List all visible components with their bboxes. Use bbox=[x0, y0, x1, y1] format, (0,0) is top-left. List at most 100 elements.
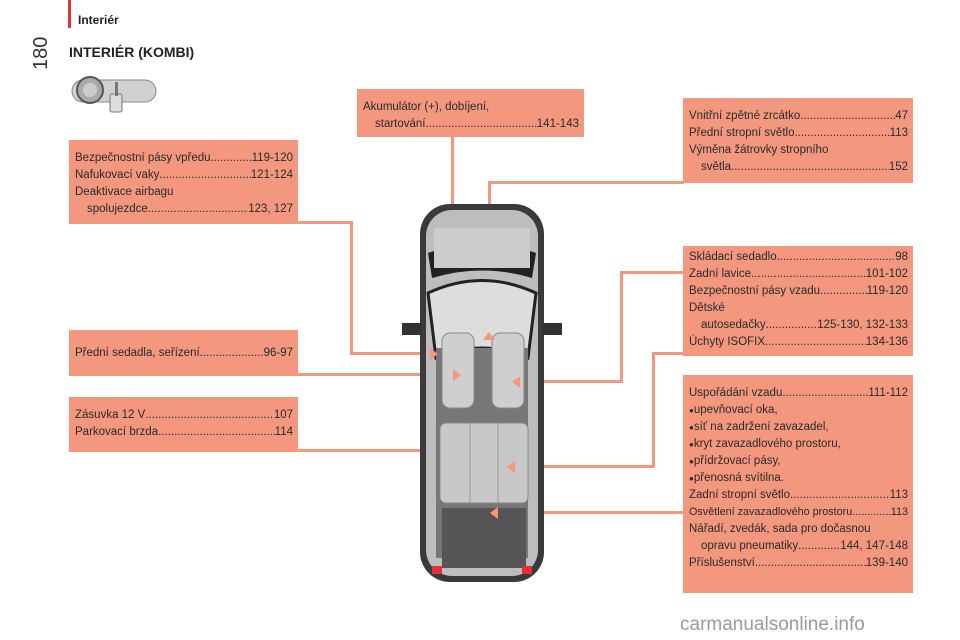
connector-line bbox=[451, 137, 454, 221]
callout-mirror-lights: Vnitřní zpětné zrcátko47Přední stropní s… bbox=[683, 98, 913, 183]
section-title: Interiér bbox=[78, 13, 119, 27]
callout-row: Zadní stropní světlo 113 bbox=[689, 487, 908, 504]
callout-label: Zadní lavice bbox=[689, 268, 752, 280]
leader-dots bbox=[145, 407, 273, 424]
callout-label: Osvětlení zavazadlového prostoru bbox=[689, 506, 853, 518]
callout-row: Osvětlení zavazadlového prostoru 113 bbox=[689, 504, 908, 521]
page-reference: 47 bbox=[895, 110, 908, 122]
leader-dots bbox=[426, 116, 537, 133]
page-reference: 111-112 bbox=[868, 387, 908, 399]
leader-dots bbox=[148, 201, 249, 218]
callout-row: autosedačky 125-130, 132-133 bbox=[689, 317, 908, 334]
connector-line bbox=[652, 352, 684, 355]
car-top-view-illustration bbox=[402, 204, 562, 582]
callout-label: síť na zadržení zavazadel, bbox=[693, 421, 829, 433]
callout-row: Parkovací brzda 114 bbox=[75, 424, 293, 441]
callout-row: Vnitřní zpětné zrcátko47 bbox=[689, 108, 908, 125]
page-reference: 98 bbox=[895, 251, 908, 263]
callout-label: autosedačky bbox=[701, 319, 766, 331]
callout-row: opravu pneumatiky144, 147-148 bbox=[689, 538, 908, 555]
callout-row: Uspořádání vzadu 111-112 bbox=[689, 385, 908, 402]
connector-line bbox=[488, 181, 684, 184]
leader-dots bbox=[766, 317, 818, 334]
leader-dots bbox=[777, 249, 896, 266]
page-reference: 141-143 bbox=[536, 118, 579, 130]
callout-label: Nafukovací vaky bbox=[75, 169, 160, 181]
callout-row: kryt zavazadlového prostoru, bbox=[689, 436, 908, 453]
callout-label: Dětské bbox=[689, 302, 725, 314]
callout-row: Příslušenství 139-140 bbox=[689, 555, 908, 572]
leader-dots bbox=[794, 125, 889, 142]
callout-row: Zadní lavice101-102 bbox=[689, 266, 908, 283]
callout-row: Úchyty ISOFIX 134-136 bbox=[689, 334, 908, 351]
page-reference: 113 bbox=[889, 127, 908, 139]
callout-row: Přední stropní světlo113 bbox=[689, 125, 908, 142]
callout-label: Uspořádání vzadu bbox=[689, 387, 783, 399]
callout-label: Příslušenství bbox=[689, 557, 755, 569]
callout-row: upevňovací oka, bbox=[689, 402, 908, 419]
callout-row: Zásuvka 12 V107 bbox=[75, 407, 293, 424]
page-reference: 123, 127 bbox=[248, 203, 293, 215]
callout-label: Nářadí, zvedák, sada pro dočasnou bbox=[689, 523, 871, 535]
page-reference: 107 bbox=[273, 409, 293, 421]
leader-dots bbox=[200, 345, 264, 362]
page-reference: 144, 147-148 bbox=[840, 540, 908, 552]
callout-row: Výměna žátrovky stropního bbox=[689, 142, 908, 159]
callout-label: Deaktivace airbagu bbox=[75, 186, 174, 198]
connector-line bbox=[298, 449, 491, 452]
callout-rear-area: Uspořádání vzadu 111-112 upevňovací oka, sí… bbox=[683, 375, 913, 593]
leader-dots bbox=[158, 424, 275, 441]
page-reference: 134-136 bbox=[865, 336, 908, 348]
callout-label: startování bbox=[375, 118, 426, 130]
callout-label: Úchyty ISOFIX bbox=[689, 336, 766, 348]
page-reference: 125-130, 132-133 bbox=[817, 319, 908, 331]
callout-label: světla bbox=[701, 161, 732, 173]
connector-line bbox=[515, 465, 655, 468]
callout-row: Nafukovací vaky121-124 bbox=[75, 167, 293, 184]
page-title: INTERIÉR (KOMBI) bbox=[69, 44, 195, 60]
page-reference: 113 bbox=[889, 489, 908, 501]
callout-row: síť na zadržení zavazadel, bbox=[689, 419, 908, 436]
leader-dots bbox=[211, 150, 252, 167]
callout-row: Bezpečnostní pásy vpředu119-120 bbox=[75, 150, 293, 167]
leader-dots bbox=[765, 334, 866, 351]
callout-row: Deaktivace airbagu bbox=[75, 184, 293, 201]
callout-front-seats: Přední sedadla, seřízení 96-97 bbox=[69, 330, 298, 376]
leader-dots bbox=[731, 159, 889, 176]
callout-label: Parkovací brzda bbox=[75, 426, 159, 438]
page-reference: 113 bbox=[890, 506, 908, 518]
callout-label: kryt zavazadlového prostoru, bbox=[693, 438, 841, 450]
connector-line bbox=[298, 221, 353, 224]
connector-line bbox=[520, 380, 623, 383]
connector-line bbox=[350, 352, 430, 355]
page-reference: 114 bbox=[274, 426, 293, 438]
callout-row: Nářadí, zvedák, sada pro dočasnou bbox=[689, 521, 908, 538]
callout-row: Bezpečnostní pásy vzadu119-120 bbox=[689, 283, 908, 300]
callout-label: Bezpečnostní pásy vzadu bbox=[689, 285, 821, 297]
callout-label: přídržovací pásy, bbox=[693, 455, 781, 467]
callout-row: spolujezdce123, 127 bbox=[75, 201, 293, 218]
callout-battery: Akumulátor (+), dobíjení, startování 141-1… bbox=[357, 89, 584, 137]
page-reference: 119-120 bbox=[251, 152, 293, 164]
callout-front-safety: Bezpečnostní pásy vpředu119-120Nafukovac… bbox=[69, 140, 298, 224]
page-reference: 139-140 bbox=[865, 557, 908, 569]
callout-label: Skládací sedadlo bbox=[689, 251, 777, 263]
connector-line bbox=[498, 511, 684, 514]
section-marker bbox=[68, 0, 71, 28]
callout-socket-brake: Zásuvka 12 V107Parkovací brzda 114 bbox=[69, 397, 298, 452]
connector-line bbox=[620, 271, 684, 274]
leader-dots bbox=[755, 555, 866, 572]
watermark: carmanualsonline.info bbox=[680, 614, 865, 635]
callout-label: Zadní stropní světlo bbox=[689, 489, 790, 501]
page-reference: 96-97 bbox=[263, 347, 293, 359]
connector-line bbox=[298, 373, 453, 376]
leader-dots bbox=[820, 283, 867, 300]
callout-row: startování 141-143 bbox=[363, 116, 579, 133]
leader-dots bbox=[852, 504, 891, 521]
callout-row: světla152 bbox=[689, 159, 908, 176]
leader-dots bbox=[798, 538, 840, 555]
callout-label: Přední sedadla, seřízení bbox=[75, 347, 200, 359]
callout-row: přídržovací pásy, bbox=[689, 453, 908, 470]
callout-label: Akumulátor (+), dobíjení, bbox=[363, 101, 490, 113]
callout-label: přenosná svítilna. bbox=[693, 472, 784, 484]
